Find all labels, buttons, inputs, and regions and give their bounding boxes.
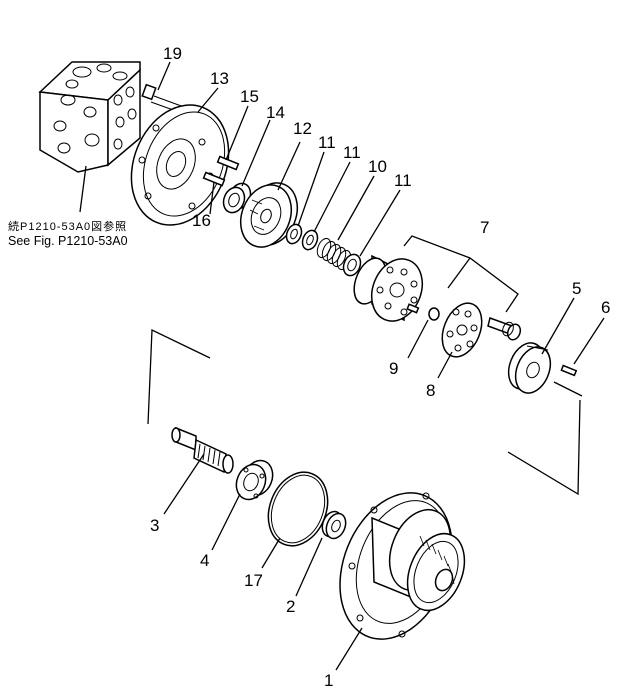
callout-12: 11 xyxy=(318,133,336,152)
callout-19: 19 xyxy=(163,44,182,63)
callout-17: 16 xyxy=(192,211,211,230)
part-6-pin xyxy=(560,364,578,377)
callout-5: 5 xyxy=(572,279,581,298)
part-17-pin xyxy=(202,171,226,187)
callout-18: 17 xyxy=(244,571,263,590)
part-9-ball-guide xyxy=(406,303,440,321)
part-8-retainer-plate xyxy=(441,302,483,358)
callout-11a: 11 xyxy=(343,143,361,162)
callout-4: 4 xyxy=(200,551,209,570)
valve-block xyxy=(38,61,141,173)
reference-note-jp: 続P1210-53A0図参照 xyxy=(8,219,127,233)
callout-10: 10 xyxy=(368,157,387,176)
part-14-end-cover xyxy=(130,104,230,226)
part-18-o-ring xyxy=(267,471,329,547)
callout-16: 15 xyxy=(240,87,259,106)
callout-13: 12 xyxy=(293,119,312,138)
callout-1: 1 xyxy=(324,671,333,690)
callout-9: 9 xyxy=(389,359,398,378)
leader-lines xyxy=(157,61,605,671)
part-2-oil-seal xyxy=(321,510,347,540)
callout-3: 3 xyxy=(150,516,159,535)
callout-8: 8 xyxy=(426,381,435,400)
reference-note-en: See Fig. P1210-53A0 xyxy=(8,234,128,248)
group-7-bracket xyxy=(403,235,519,313)
callout-2: 2 xyxy=(286,597,295,616)
callout-11b: 11 xyxy=(394,171,412,190)
callout-15: 14 xyxy=(266,103,285,122)
callout-6: 6 xyxy=(601,298,610,317)
callout-14: 13 xyxy=(210,69,229,88)
part-11a-washer xyxy=(301,229,319,251)
callout-7: 7 xyxy=(480,218,489,237)
part-5-swash-plate xyxy=(507,342,552,394)
part-7-piston xyxy=(487,317,522,341)
callout-labels: 19 13 15 14 12 11 11 10 11 16 7 5 6 9 8 … xyxy=(150,44,610,690)
part-12-snap-ring xyxy=(285,223,303,245)
part-3-shaft xyxy=(171,426,234,474)
part-4-bearing xyxy=(235,459,274,501)
part-1-housing xyxy=(339,492,466,640)
part-11b-washer xyxy=(342,253,362,277)
part-13-valve-plate xyxy=(239,182,299,248)
assembly-guide-lines xyxy=(147,328,583,496)
part-16-pin xyxy=(216,155,240,171)
